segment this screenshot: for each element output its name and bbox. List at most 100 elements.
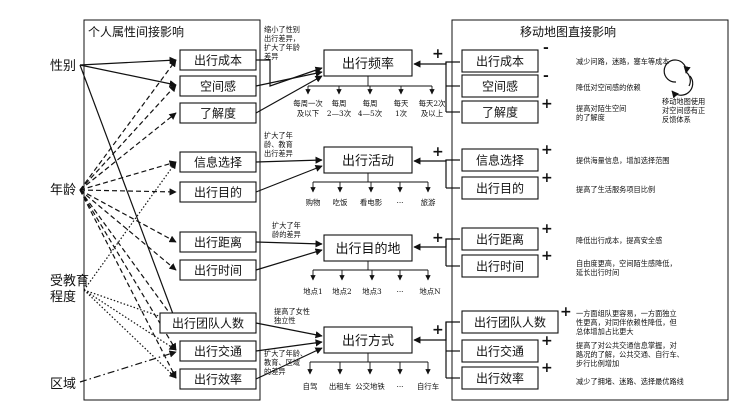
desc-time-l2: 延长出行时间 <box>576 268 619 277</box>
right-box-familiar: 了解度 <box>482 105 518 120</box>
note-1-line-4: 差异 <box>264 52 278 61</box>
sign-time: + <box>541 248 553 264</box>
outcome-mode: 出行方式 <box>342 333 394 349</box>
note-2-line-1: 扩大了年 <box>264 131 293 140</box>
right-box-cost: 出行成本 <box>476 55 524 69</box>
sign-efficiency: + <box>541 360 553 376</box>
sign-team: + <box>560 304 572 320</box>
activity-5: 旅游 <box>421 198 436 207</box>
note-1-line-2: 出行差异， <box>264 34 300 43</box>
desc-cost: 减少问路，迷路，塞车等成本 <box>576 57 669 66</box>
note-5-line-1: 扩大了年龄、 <box>264 349 307 358</box>
mode-2: 出租车 <box>329 382 351 391</box>
attribute-links <box>79 56 178 383</box>
desc-feedback-l1: 移动地图使用 <box>662 97 705 106</box>
outcome-boxes: 出行频率 出行活动 出行目的地 出行方式 <box>323 49 413 354</box>
attr-gender: 性别 <box>50 59 76 74</box>
left-box-cost: 出行成本 <box>194 54 242 68</box>
note-1-line-3: 扩大了年龄 <box>264 43 300 52</box>
note-1-line-1: 缩小了性别 <box>264 25 300 34</box>
sign-space: - <box>543 68 549 84</box>
mode-1: 自驾 <box>303 382 318 391</box>
freq-5-l1: 每天2次 <box>419 99 446 108</box>
desc-team-l2: 性更高，对同伴依赖性降低，但 <box>576 318 677 327</box>
sign-info: + <box>541 142 553 158</box>
freq-1-l1: 每周一次 <box>293 99 323 108</box>
desc-traffic-l1: 提高了对公共交通信息掌握，对 <box>576 341 677 350</box>
attr-education-1: 受教育 <box>50 273 89 289</box>
freq-4-l2: 1次 <box>395 109 408 118</box>
tree-labels: 每周一次 及以下 每周 2—3次 每周 4—5次 每天 1次 每天2次 及以上 … <box>293 99 446 391</box>
activity-2: 吃饭 <box>333 198 348 207</box>
right-box-info: 信息选择 <box>476 153 524 168</box>
sign-familiar: + <box>541 96 553 112</box>
left-box-info: 信息选择 <box>194 155 242 170</box>
plus-sign-mode: + <box>432 322 444 338</box>
right-box-space: 空间感 <box>482 79 518 94</box>
attr-region: 区域 <box>50 377 76 392</box>
freq-4-l1: 每天 <box>394 99 409 108</box>
activity-1: 购物 <box>306 198 321 207</box>
freq-1-l2: 及以下 <box>297 109 319 118</box>
desc-time-l1: 自由度更高，空间陌生感降低， <box>576 259 677 268</box>
mode-3: 公交地铁 <box>355 382 385 391</box>
desc-traffic-l2: 路况的了解，公共交通、自行车、 <box>576 350 684 359</box>
left-box-team: 出行团队人数 <box>172 316 244 331</box>
middle-notes: 缩小了性别 出行差异， 扩大了年龄 差异 扩大了年 龄、教育 出行差异 扩大了年… <box>264 25 310 376</box>
dest-3: 地点3 <box>362 287 382 296</box>
left-factor-boxes: 出行成本 空间感 了解度 信息选择 出行目的 出行距离 出行时间 出行团队人数 … <box>159 49 257 390</box>
note-3-line-1: 扩大了年 <box>272 221 301 230</box>
right-to-outcome-links <box>413 60 460 379</box>
outcome-trees <box>305 76 435 375</box>
activity-3: 看电影 <box>360 198 383 207</box>
desc-efficiency: 减少了拥堵、迷路、选择最优路线 <box>576 377 684 386</box>
desc-team-l1: 一方面组队更容易，一方面独立 <box>576 309 677 318</box>
mode-4: ··· <box>396 382 403 391</box>
dest-4: ··· <box>396 287 403 296</box>
sign-cost: - <box>543 40 549 56</box>
right-box-purpose: 出行目的 <box>476 181 524 196</box>
freq-2-l2: 2—3次 <box>327 109 352 118</box>
plus-sign-frequency: + <box>432 46 444 62</box>
cycle-icon <box>663 59 694 99</box>
desc-distance: 降低出行成本，提高安全感 <box>576 236 662 245</box>
desc-info: 提供海量信息，增加选择范围 <box>576 156 669 165</box>
note-2-line-3: 出行差异 <box>264 149 293 158</box>
desc-feedback-l3: 反馈体系 <box>662 115 691 124</box>
left-box-time: 出行时间 <box>194 264 242 278</box>
dest-5: 地点N <box>419 287 441 296</box>
desc-traffic-l3: 步行比例增加 <box>576 359 619 368</box>
activity-4: ··· <box>396 198 403 207</box>
outcome-activity: 出行活动 <box>342 154 394 169</box>
sign-distance: + <box>541 221 553 237</box>
left-box-distance: 出行距离 <box>194 235 242 250</box>
left-box-purpose: 出行目的 <box>194 185 242 200</box>
left-box-space: 空间感 <box>200 79 236 94</box>
left-frame <box>83 19 261 401</box>
note-5-line-2: 教育、区域 <box>264 358 300 367</box>
plus-sign-destination: + <box>432 230 444 246</box>
right-box-distance: 出行距离 <box>476 232 524 247</box>
outcome-frequency: 出行频率 <box>342 56 394 72</box>
attr-education-2: 程度 <box>50 289 76 305</box>
dest-2: 地点2 <box>332 287 351 296</box>
left-box-traffic: 出行交通 <box>194 344 242 359</box>
attr-age: 年龄 <box>50 183 76 198</box>
right-signs: - - + + + + + + + + <box>541 40 572 376</box>
right-descriptions: 减少问路，迷路，塞车等成本 降低对空间感的依赖 提高对陌生空间 的了解度 移动地… <box>576 57 705 386</box>
freq-5-l2: 及以上 <box>421 109 444 118</box>
left-box-familiar: 了解度 <box>200 106 236 121</box>
note-3-line-2: 龄的差异 <box>272 230 301 239</box>
dest-1: 地点1 <box>303 287 322 296</box>
mode-5: 自行车 <box>417 382 439 391</box>
plus-sign-activity: + <box>432 144 444 160</box>
note-2-line-2: 龄、教育 <box>264 140 293 149</box>
desc-team-l3: 总体增加占比更大 <box>576 327 634 336</box>
freq-3-l2: 4—5次 <box>358 109 383 118</box>
desc-feedback-l2: 对空间感有正 <box>662 106 705 115</box>
freq-2-l1: 每周 <box>332 99 347 108</box>
sign-purpose: + <box>541 170 553 186</box>
right-factor-boxes: 出行成本 空间感 了解度 信息选择 出行目的 出行距离 出行时间 出行团队人数 … <box>461 49 559 390</box>
outcome-destination: 出行目的地 <box>335 241 400 257</box>
